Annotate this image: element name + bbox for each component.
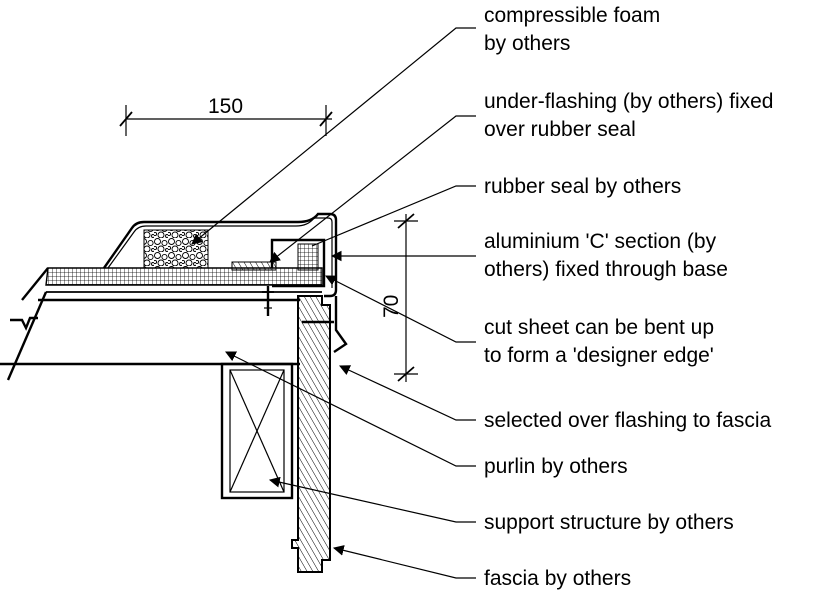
label-compressible-foam-line2: by others: [484, 32, 570, 55]
leader-lines: [191, 27, 476, 579]
purlin-beam: [0, 298, 300, 366]
dimension-150-label: 150: [208, 95, 243, 118]
label-compressible-foam-line1: compressible foam: [484, 4, 660, 27]
label-over-flashing: selected over flashing to fascia: [484, 409, 771, 432]
dimension-70-label: 70: [380, 295, 403, 318]
label-aluminium-c-section-line2: others) fixed through base: [484, 258, 728, 281]
label-fascia: fascia by others: [484, 567, 631, 590]
label-rubber-seal: rubber seal by others: [484, 175, 681, 198]
support-structure: [220, 362, 294, 500]
over-flashing-cap: [103, 212, 338, 298]
label-under-flashing-line2: over rubber seal: [484, 118, 636, 141]
annotation-labels: compressible foam by others under-flashi…: [484, 4, 773, 590]
label-support-structure: support structure by others: [484, 511, 734, 534]
over-flashing-to-fascia: [333, 296, 348, 353]
fixing-screw: [262, 286, 274, 316]
label-cut-sheet-line1: cut sheet can be bent up: [484, 316, 714, 339]
label-aluminium-c-section-line1: aluminium 'C' section (by: [484, 230, 717, 253]
dimension-70: 70: [380, 213, 418, 382]
label-under-flashing-line1: under-flashing (by others) fixed: [484, 90, 773, 113]
label-purlin: purlin by others: [484, 455, 628, 478]
fascia-board: [291, 295, 331, 573]
aluminium-c-section: [270, 238, 326, 288]
compressible-foam-block: [143, 229, 209, 269]
label-cut-sheet-line2: to form a 'designer edge': [484, 344, 714, 367]
rubber-seal: [231, 261, 277, 271]
dimension-150: 150: [119, 95, 333, 136]
